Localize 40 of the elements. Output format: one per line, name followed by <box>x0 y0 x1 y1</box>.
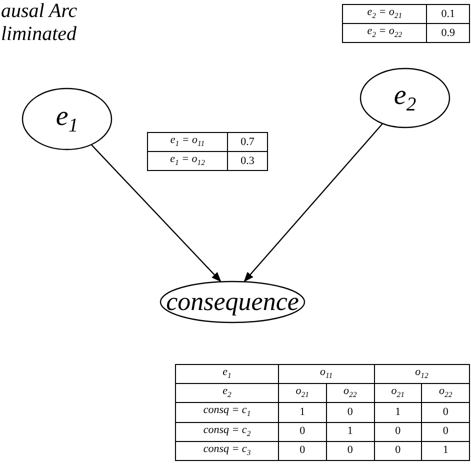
table-cell: 0 <box>326 441 374 460</box>
node-label: e$_{2}$ <box>394 80 416 116</box>
table-cell: e$_{2}$ = o$_{21}$ <box>342 4 427 24</box>
table-cell: 1 <box>422 441 470 460</box>
table-cell: 0 <box>422 422 470 442</box>
node-label: consequence <box>166 287 299 317</box>
table-cell: 1 <box>374 402 422 422</box>
table-cell: e$_{1}$ = o$_{11}$ <box>148 132 228 152</box>
table-cell: o$_{22}$ <box>422 384 470 403</box>
arrow <box>244 124 383 282</box>
node-label: e$_{1}$ <box>56 100 78 138</box>
ellipse-node <box>360 68 450 128</box>
table-cell: 0 <box>326 402 374 422</box>
arrow <box>91 144 222 282</box>
table-cell: o$_{22}$ <box>326 384 374 403</box>
table-cell: 0 <box>278 422 326 442</box>
table-cell: 0 <box>422 402 470 422</box>
table-cell: 1 <box>326 422 374 442</box>
table-cell: 0 <box>374 422 422 442</box>
table-cell: consq = c$_{2}$ <box>176 422 278 442</box>
table-cell: 0.7 <box>228 132 268 152</box>
caption-text: ausal Arc liminated <box>1 0 78 46</box>
table-cell: e$_{1}$ <box>176 364 278 384</box>
table-cell: o$_{12}$ <box>374 364 470 384</box>
table-cell: 0.3 <box>228 152 268 171</box>
table-cell: e$_{1}$ = o$_{12}$ <box>148 152 228 171</box>
table-cell: 0.1 <box>426 4 470 24</box>
table-cell: e$_{2}$ = o$_{22}$ <box>342 24 427 43</box>
table-cell: o$_{21}$ <box>278 384 326 403</box>
table-cell: consq = c$_{1}$ <box>176 402 278 422</box>
table-cell: 1 <box>278 402 326 422</box>
table-cell: 0 <box>374 441 422 460</box>
ellipse-node <box>22 88 112 150</box>
table-cell: o$_{21}$ <box>374 384 422 403</box>
table-cell: consq = c$_{3}$ <box>176 441 278 460</box>
table-cell: o$_{11}$ <box>278 364 374 384</box>
ellipse-node <box>160 281 305 323</box>
table-cell: e$_{2}$ <box>176 384 278 403</box>
table-cell: 0 <box>278 441 326 460</box>
table-cell: 0.9 <box>426 24 470 43</box>
